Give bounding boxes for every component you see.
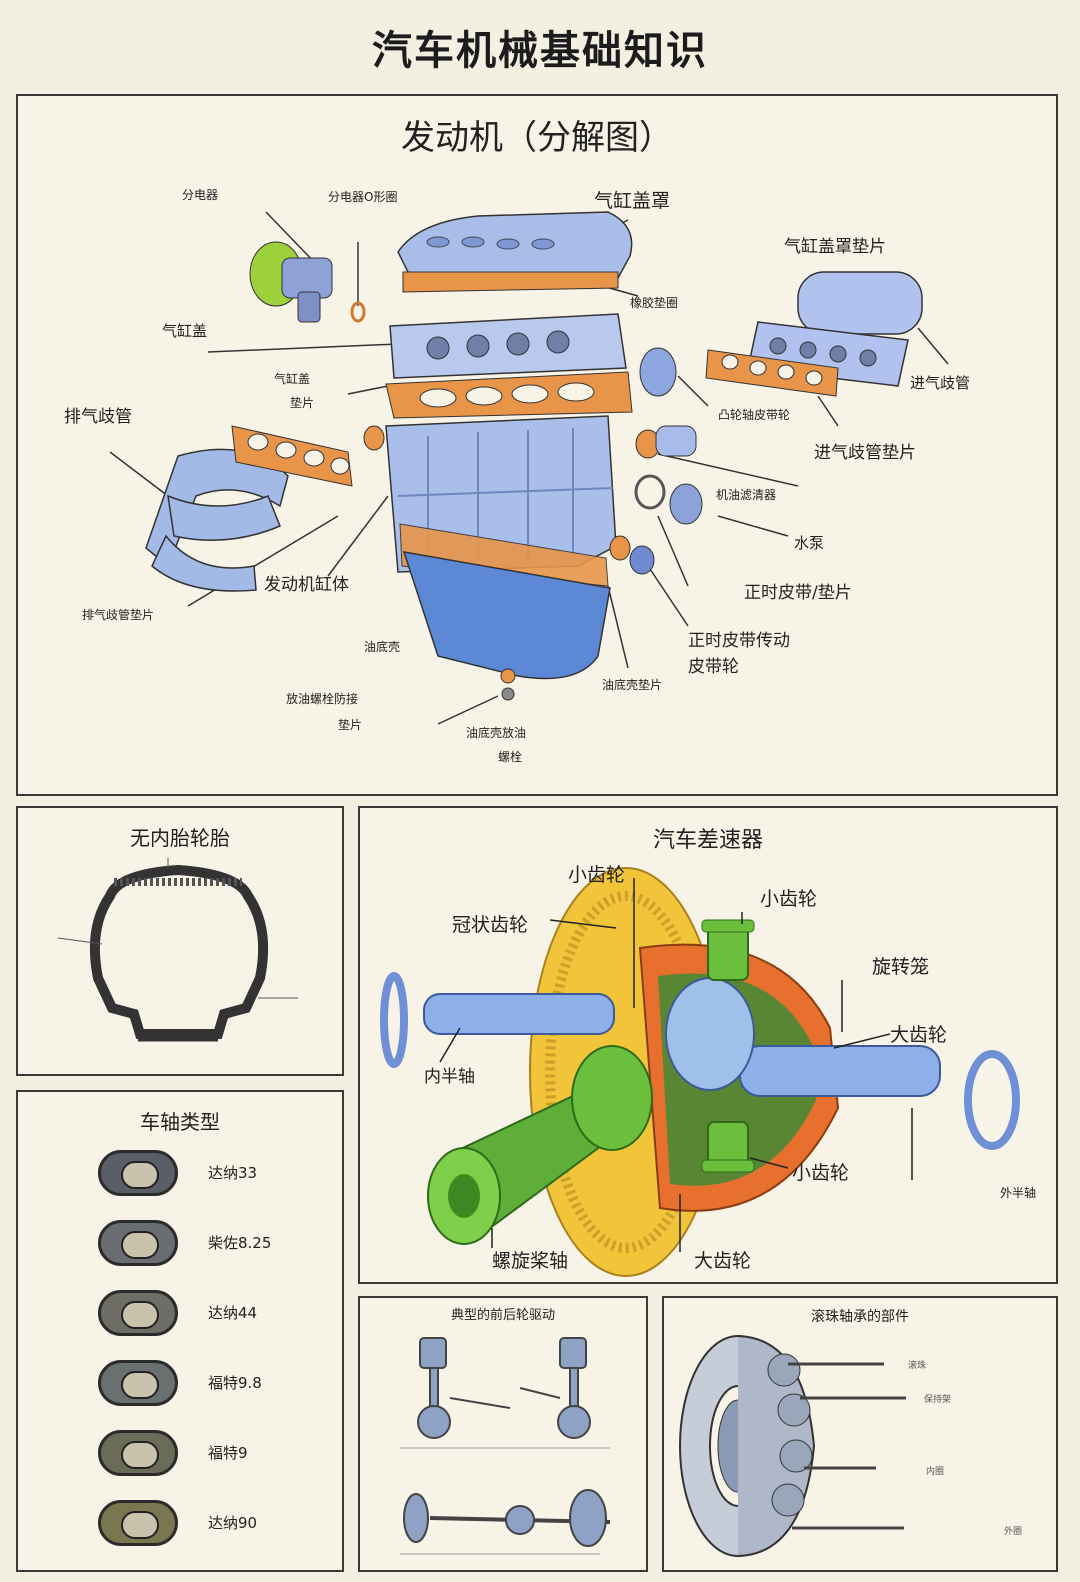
axle-housing-icon bbox=[98, 1430, 178, 1476]
exhaust-manifold-part bbox=[145, 448, 289, 592]
label-oil-pan: 油底壳 bbox=[364, 640, 401, 654]
axle-name: 福特9 bbox=[208, 1444, 248, 1462]
label-timing-pulley-line2: 皮带轮 bbox=[688, 657, 739, 677]
drive-panel: 典型的前后轮驱动 bbox=[358, 1296, 648, 1572]
distributor-part bbox=[249, 241, 333, 323]
label-bearing-cage: 保持架 bbox=[924, 1395, 952, 1405]
label-drain-washer-line1: 放油螺栓防接 bbox=[286, 692, 359, 706]
differential-illustration bbox=[380, 867, 1020, 1277]
axle-item: 达纳44 bbox=[98, 1284, 318, 1342]
label-head-gasket-line1: 气缸盖 bbox=[274, 372, 311, 386]
page-title: 汽车机械基础知识 bbox=[372, 28, 708, 74]
label-ring-gear: 冠状齿轮 bbox=[452, 914, 529, 936]
label-timing-pulley-line1: 正时皮带传动 bbox=[688, 631, 790, 651]
label-intake-manifold: 进气歧管 bbox=[910, 374, 971, 392]
differential-panel: 汽车差速器 bbox=[358, 806, 1058, 1284]
axle-name: 福特9.8 bbox=[208, 1374, 262, 1392]
axle-item: 柴佐8.25 bbox=[98, 1214, 318, 1272]
label-timing-belt: 正时皮带/垫片 bbox=[744, 583, 852, 603]
drive-title: 典型的前后轮驱动 bbox=[450, 1308, 555, 1323]
axle-housing-icon bbox=[98, 1500, 178, 1546]
label-drive-shaft: 螺旋桨轴 bbox=[492, 1250, 569, 1272]
tire-panel: 无内胎轮胎 bbox=[16, 806, 344, 1076]
axle-name: 达纳33 bbox=[208, 1164, 258, 1182]
engine-panel: 发动机（分解图） bbox=[16, 94, 1058, 796]
label-drain-washer-line2: 垫片 bbox=[338, 718, 363, 732]
tire-cross-section-illustration bbox=[57, 858, 298, 1042]
axle-housing-icon bbox=[98, 1220, 178, 1266]
label-cam-pulley: 凸轮轴皮带轮 bbox=[718, 408, 791, 422]
tire-title: 无内胎轮胎 bbox=[130, 826, 230, 850]
axle-housing-icon bbox=[98, 1150, 178, 1196]
ball-bearing-illustration bbox=[679, 1335, 906, 1557]
label-oil-filter: 机油滤清器 bbox=[716, 488, 777, 502]
label-pinion-top: 小齿轮 bbox=[568, 864, 626, 886]
label-drain-bolt-line1: 油底壳放油 bbox=[466, 726, 527, 740]
label-distributor: 分电器 bbox=[182, 188, 219, 202]
axle-title: 车轴类型 bbox=[140, 1110, 220, 1134]
axle-name: 柴佐8.25 bbox=[208, 1234, 272, 1252]
label-inner-axle: 内半轴 bbox=[424, 1067, 475, 1087]
label-bearing-outer: 外圈 bbox=[1004, 1527, 1023, 1537]
bearing-title: 滚珠轴承的部件 bbox=[811, 1309, 909, 1325]
label-pinion-bottom: 小齿轮 bbox=[792, 1162, 850, 1184]
label-valve-cover: 气缸盖罩 bbox=[594, 190, 671, 212]
label-intake-gasket: 进气歧管垫片 bbox=[814, 443, 916, 463]
label-bearing-inner: 内圈 bbox=[926, 1467, 945, 1477]
label-valve-cover-gasket: 气缸盖罩垫片 bbox=[784, 237, 886, 257]
axle-housing-icon bbox=[98, 1360, 178, 1406]
label-head-gasket-line2: 垫片 bbox=[290, 396, 315, 410]
engine-title: 发动机（分解图） bbox=[401, 118, 673, 158]
differential-title: 汽车差速器 bbox=[652, 828, 763, 853]
label-pinion-right: 小齿轮 bbox=[760, 888, 818, 910]
label-rubber-seal: 橡胶垫圈 bbox=[630, 296, 679, 310]
axle-item: 达纳33 bbox=[98, 1144, 318, 1202]
label-exhaust-gasket: 排气歧管垫片 bbox=[82, 608, 155, 622]
axle-item: 福特9 bbox=[98, 1424, 318, 1482]
axle-item: 达纳90 bbox=[98, 1494, 318, 1552]
drivetrain-illustration bbox=[400, 1337, 611, 1555]
bearing-panel: 滚珠轴承的部件 滚珠 保持架 内圈 外圈 bbox=[662, 1296, 1058, 1572]
label-bearing-balls: 滚珠 bbox=[908, 1361, 927, 1371]
label-carrier: 旋转笼 bbox=[872, 956, 930, 978]
label-water-pump: 水泵 bbox=[794, 534, 825, 552]
axle-housing-icon bbox=[98, 1290, 178, 1336]
label-exhaust-manifold: 排气歧管 bbox=[64, 407, 132, 427]
label-distributor-oring: 分电器O形圈 bbox=[328, 190, 398, 204]
axle-name: 达纳44 bbox=[208, 1304, 258, 1322]
label-outer-axle: 外半轴 bbox=[1000, 1186, 1037, 1200]
label-drain-bolt-line2: 螺栓 bbox=[498, 750, 523, 764]
axle-panel: 车轴类型 达纳33 柴佐8.25 达纳44 福特9.8 福特9 达纳90 bbox=[16, 1090, 344, 1572]
axle-name: 达纳90 bbox=[208, 1514, 258, 1532]
label-pan-gasket: 油底壳垫片 bbox=[602, 678, 663, 692]
label-cylinder-head: 气缸盖 bbox=[162, 322, 208, 340]
engine-exploded-illustration bbox=[109, 211, 949, 725]
label-engine-block: 发动机缸体 bbox=[264, 575, 349, 595]
axle-item: 福特9.8 bbox=[98, 1354, 318, 1412]
label-side-gear: 大齿轮 bbox=[890, 1024, 948, 1046]
label-side-gear-bottom: 大齿轮 bbox=[694, 1250, 752, 1272]
